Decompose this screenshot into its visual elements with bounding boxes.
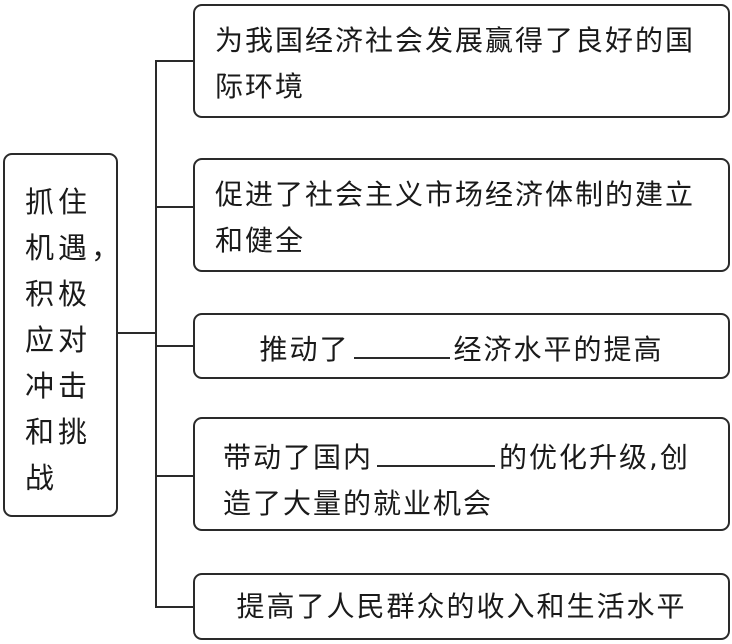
branch-connector-3 [155, 345, 194, 347]
branch-text-line-2: 造了大量的就业机会 [223, 487, 494, 520]
branch-text-after-blank: 经济水平的提高 [453, 333, 664, 366]
trunk-connector [155, 60, 157, 608]
branch-node-international-environment: 为我国经济社会发展赢得了良好的国 际环境 [193, 4, 730, 118]
root-text-line: 战 [25, 461, 59, 495]
branch-text-before-blank: 推动了 [259, 333, 350, 366]
branch-connector-4 [155, 475, 194, 477]
branch-text-line: 提高了人民群众的收入和生活水平 [236, 590, 687, 623]
root-text-line: 和挑 [25, 415, 92, 449]
branch-text-before-blank: 带动了国内 [223, 441, 374, 474]
root-node: 抓住 机遇， 积极 应对 冲击 和挑 战 [3, 153, 125, 517]
branch-connector-1 [155, 60, 194, 62]
branch-text-after-blank: 的优化升级,创 [499, 441, 690, 474]
root-connector [117, 332, 156, 334]
branch-text-line: 促进了社会主义市场经济体制的建立 [215, 178, 696, 211]
root-text-line: 抓住 [25, 185, 92, 219]
branch-node-industrial-upgrade: 带动了国内 的优化升级,创 造了大量的就业机会 [193, 417, 730, 531]
root-text-line: 积极 [25, 277, 92, 311]
branch-connector-2 [155, 206, 194, 208]
fill-in-blank[interactable] [353, 323, 450, 359]
branch-text-line: 际环境 [215, 70, 306, 103]
branch-node-market-economy: 促进了社会主义市场经济体制的建立 和健全 [193, 158, 730, 272]
fill-in-blank[interactable] [377, 431, 496, 467]
branch-connector-5 [155, 606, 194, 608]
branch-text-line: 为我国经济社会发展赢得了良好的国 [215, 24, 696, 57]
root-text-line: 机遇， [25, 231, 125, 265]
root-text-line: 冲击 [25, 369, 92, 403]
root-text-line: 应对 [25, 323, 92, 357]
branch-node-living-standard: 提高了人民群众的收入和生活水平 [193, 573, 730, 640]
branch-node-economic-level: 推动了 经济水平的提高 [193, 313, 730, 379]
branch-text-line-1: 带动了国内 的优化升级,创 [223, 431, 718, 481]
branch-text-line: 和健全 [215, 224, 306, 257]
